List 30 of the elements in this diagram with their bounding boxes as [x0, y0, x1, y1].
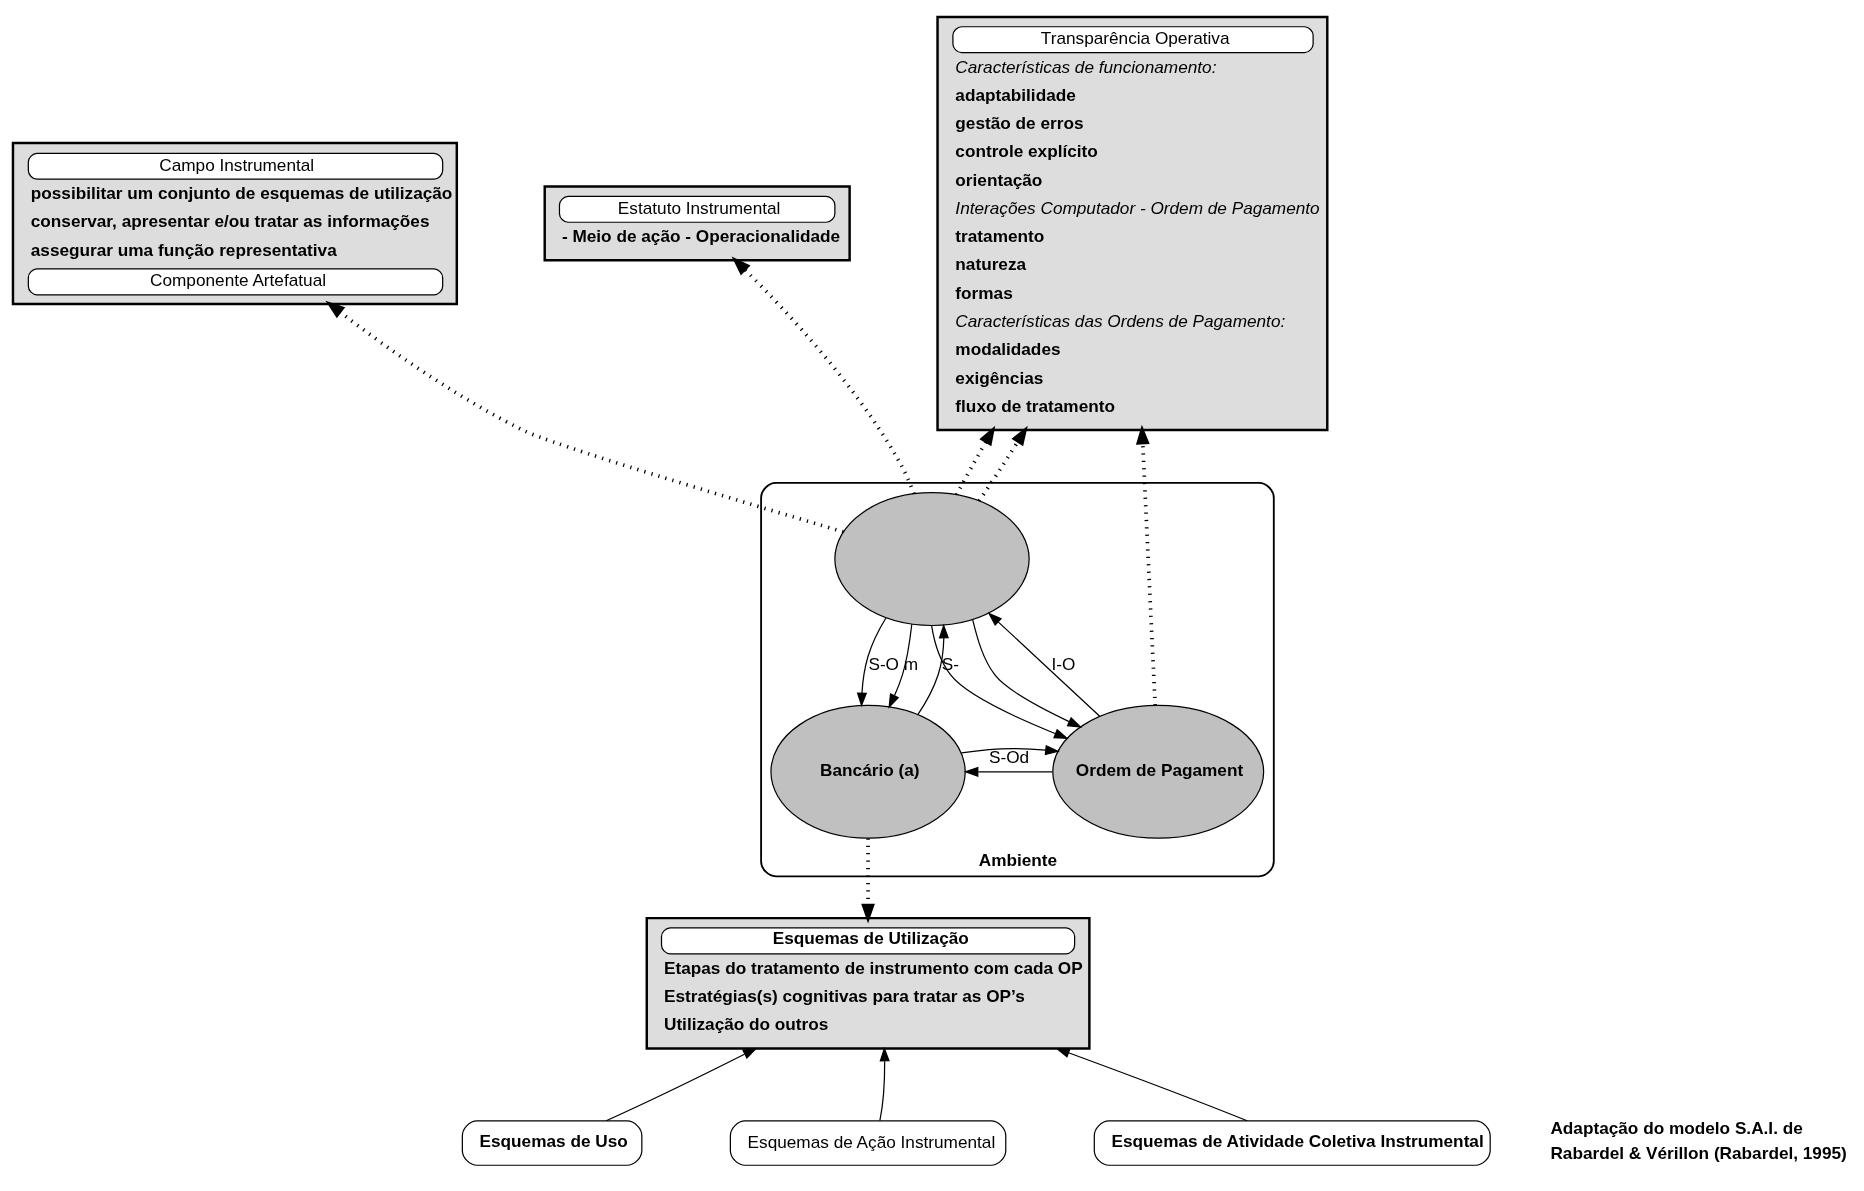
arrow	[731, 256, 916, 494]
arrow	[888, 623, 913, 709]
node-box: Esquemas de Uso	[461, 1119, 643, 1166]
arrow	[977, 425, 1028, 502]
node-box: Esquemas de Atividade Coletiva Instrumental	[1093, 1119, 1491, 1166]
node-ellipse: Bancário (a)	[770, 704, 966, 839]
node-box: Campo Instrumental possibilitar um conjunto de esquemas de utilização conservar, apresentar e/ou tratar as informações assegurar uma função representativa Componente Artefatual	[11, 141, 459, 305]
node-box: Estatuto Instrumental - Meio de ação - Operacionalidade	[543, 184, 851, 262]
arrow	[987, 611, 1101, 717]
edge-label: S-O m	[868, 653, 919, 674]
arrow	[960, 744, 1060, 755]
arrow	[605, 1047, 758, 1121]
arrow	[879, 1046, 890, 1121]
node-box: Transparência Operativa Características de funcionamento: adaptabilidade gestão de erros controle explícito orientação Interações Computador - Ordem de Pagamento tratamento natureza formas Características das Ordens de Pagamento: modalidades exigências fluxo de tratamento	[936, 15, 1329, 431]
edge-label: I-O	[1051, 653, 1076, 674]
arrow	[325, 300, 844, 534]
arrow	[861, 838, 875, 923]
label: Adaptação do modelo S.A.I. de	[1550, 1117, 1803, 1138]
label: Rabardel & Vérillon (Rabardel, 1995)	[1550, 1142, 1847, 1163]
node-box: Esquemas de Utilização Etapas do tratamento de instrumento com cada OP Estratégias(s) cognitivas para tratar as OP’s Utilização do outros	[645, 916, 1091, 1050]
arrow	[955, 425, 996, 496]
arrow	[1055, 1047, 1248, 1121]
arrow	[963, 766, 1054, 777]
arrow	[917, 623, 949, 715]
arrow	[1135, 424, 1157, 705]
node-box: Esquemas de Ação Instrumental	[729, 1119, 1007, 1166]
arrow	[856, 616, 887, 707]
arrow	[972, 618, 1083, 728]
edge-label: S-Od	[989, 746, 1030, 767]
arrow	[931, 624, 1069, 739]
